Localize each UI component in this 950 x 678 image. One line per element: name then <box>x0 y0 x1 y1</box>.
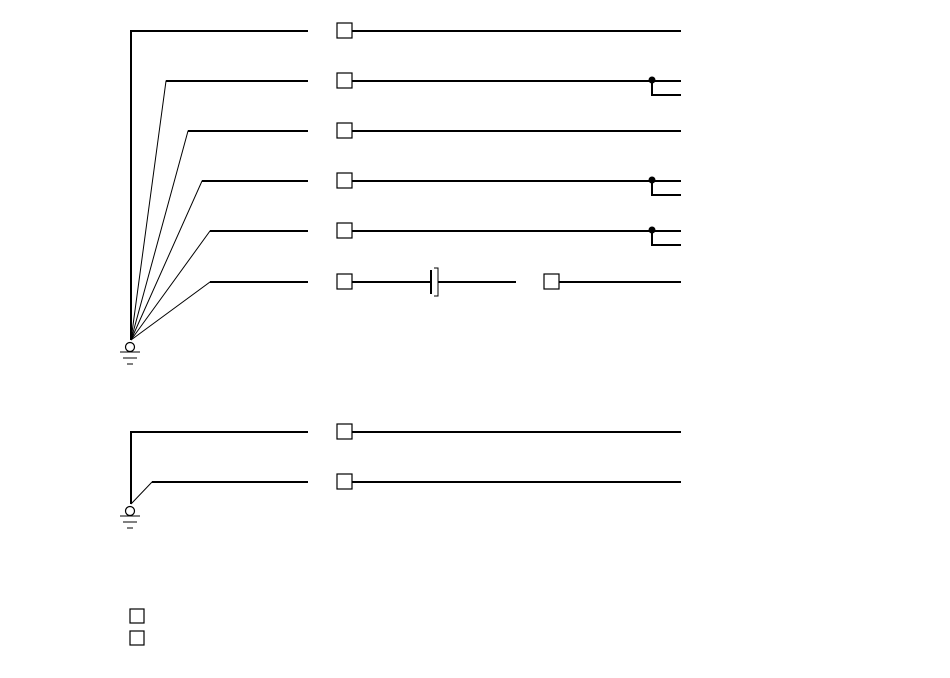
harness-wire-8 <box>130 481 308 505</box>
harness-wire-5 <box>130 230 308 341</box>
connector-box-7 <box>336 423 353 440</box>
harness-wire-3 <box>130 130 308 341</box>
ground-node <box>124 505 136 517</box>
connector-box-8 <box>336 473 353 490</box>
harness-wire-6 <box>130 281 308 341</box>
harness-wire-2 <box>130 80 308 341</box>
harness-wire-4 <box>130 180 308 341</box>
capacitor-symbol <box>430 267 439 297</box>
junction-dot-5 <box>648 226 656 234</box>
lower-lines <box>336 423 681 490</box>
upper-lines <box>336 22 681 297</box>
ground-node <box>124 341 136 353</box>
connector-box-5 <box>336 222 353 239</box>
connector-box-1 <box>336 22 353 39</box>
connector-box-6b <box>543 273 560 290</box>
ground-symbol-upper <box>120 341 140 365</box>
legend <box>129 608 145 646</box>
junction-dot-2 <box>648 76 656 84</box>
legend-box-1 <box>129 608 145 624</box>
harness-wire-7 <box>130 431 308 504</box>
signal-branch-5 <box>651 231 681 246</box>
harness-wire-1 <box>130 30 308 340</box>
connector-box-4 <box>336 172 353 189</box>
upper-harness <box>130 30 308 341</box>
junction-dot-4 <box>648 176 656 184</box>
ground-symbol-lower <box>120 505 140 529</box>
legend-box-2 <box>129 630 145 646</box>
connector-box-6 <box>336 273 353 290</box>
connector-box-2 <box>336 72 353 89</box>
signal-branch-2 <box>651 81 681 96</box>
lower-harness <box>130 431 308 505</box>
connector-box-3 <box>336 122 353 139</box>
signal-branch-4 <box>651 181 681 196</box>
